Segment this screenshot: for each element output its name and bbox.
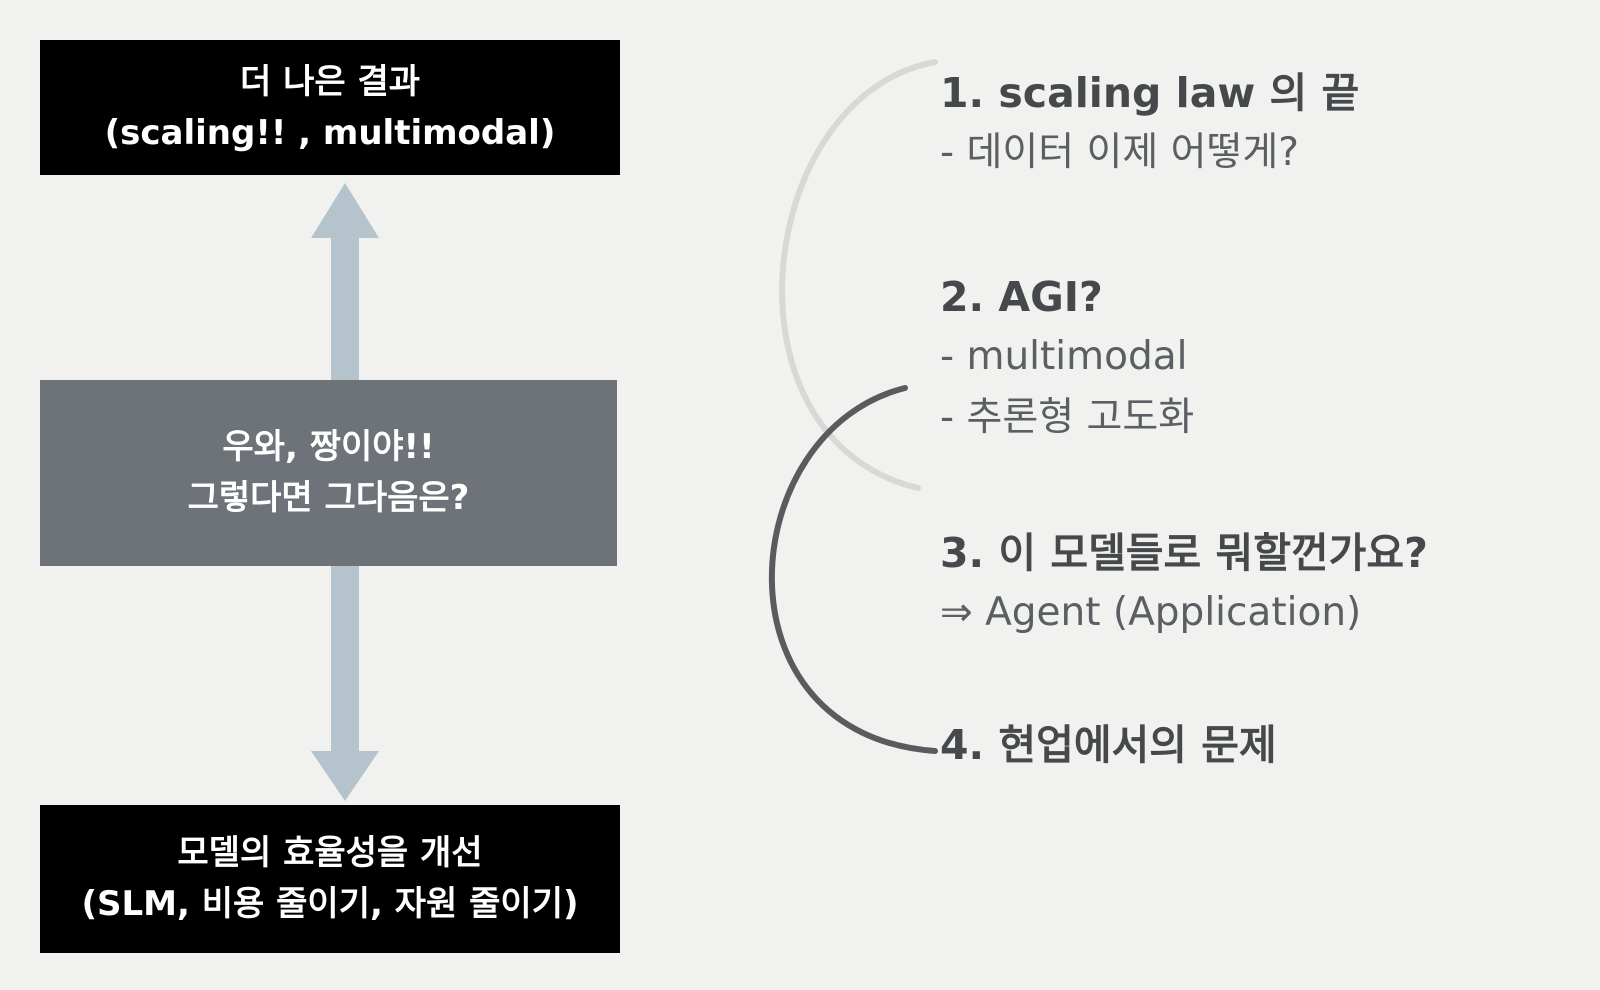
list-item-real-world-problems: 4. 현업에서의 문제 — [940, 716, 1277, 775]
list-item-subline: - 데이터 이제 어떻게? — [940, 130, 1300, 176]
flow-box-better-results: 더 나은 결과 (scaling!! , multimodal) — [40, 40, 620, 175]
list-item-subline: - multimodal — [940, 334, 1188, 380]
flow-box-whats-next: 우와, 짱이야!! 그렇다면 그다음은? — [40, 380, 617, 566]
list-item-scaling-law: 1. scaling law 의 끝 - 데이터 이제 어떻게? — [940, 64, 1359, 184]
flow-box-line: 더 나은 결과 — [239, 61, 421, 102]
list-item-title: 3. 이 모델들로 뭐할껀가요? — [940, 529, 1428, 577]
flow-box-line: (SLM, 비용 줄이기, 자원 줄이기) — [81, 884, 579, 924]
list-item-what-to-do-with-models: 3. 이 모델들로 뭐할껀가요? ⇒ Agent (Application) — [940, 524, 1428, 644]
list-item-subline: ⇒ Agent (Application) — [940, 590, 1362, 636]
list-item-subline: - 추론형 고도화 — [940, 394, 1195, 440]
flow-box-model-efficiency: 모델의 효율성을 개선 (SLM, 비용 줄이기, 자원 줄이기) — [40, 805, 620, 953]
connector-arc-dark — [769, 385, 938, 754]
flow-box-line: (scaling!! , multimodal) — [104, 112, 556, 153]
flow-box-line: 우와, 짱이야!! — [222, 427, 435, 467]
list-item-title: 1. scaling law 의 끝 — [940, 69, 1360, 117]
flow-box-line: 모델의 효율성을 개선 — [177, 833, 483, 873]
list-item-agi: 2. AGI? - multimodal - 추론형 고도화 — [940, 268, 1194, 448]
flow-box-line: 그렇다면 그다음은? — [187, 478, 470, 518]
list-item-title: 4. 현업에서의 문제 — [940, 721, 1277, 769]
list-item-title: 2. AGI? — [940, 273, 1103, 321]
connector-arc-light — [779, 59, 938, 491]
